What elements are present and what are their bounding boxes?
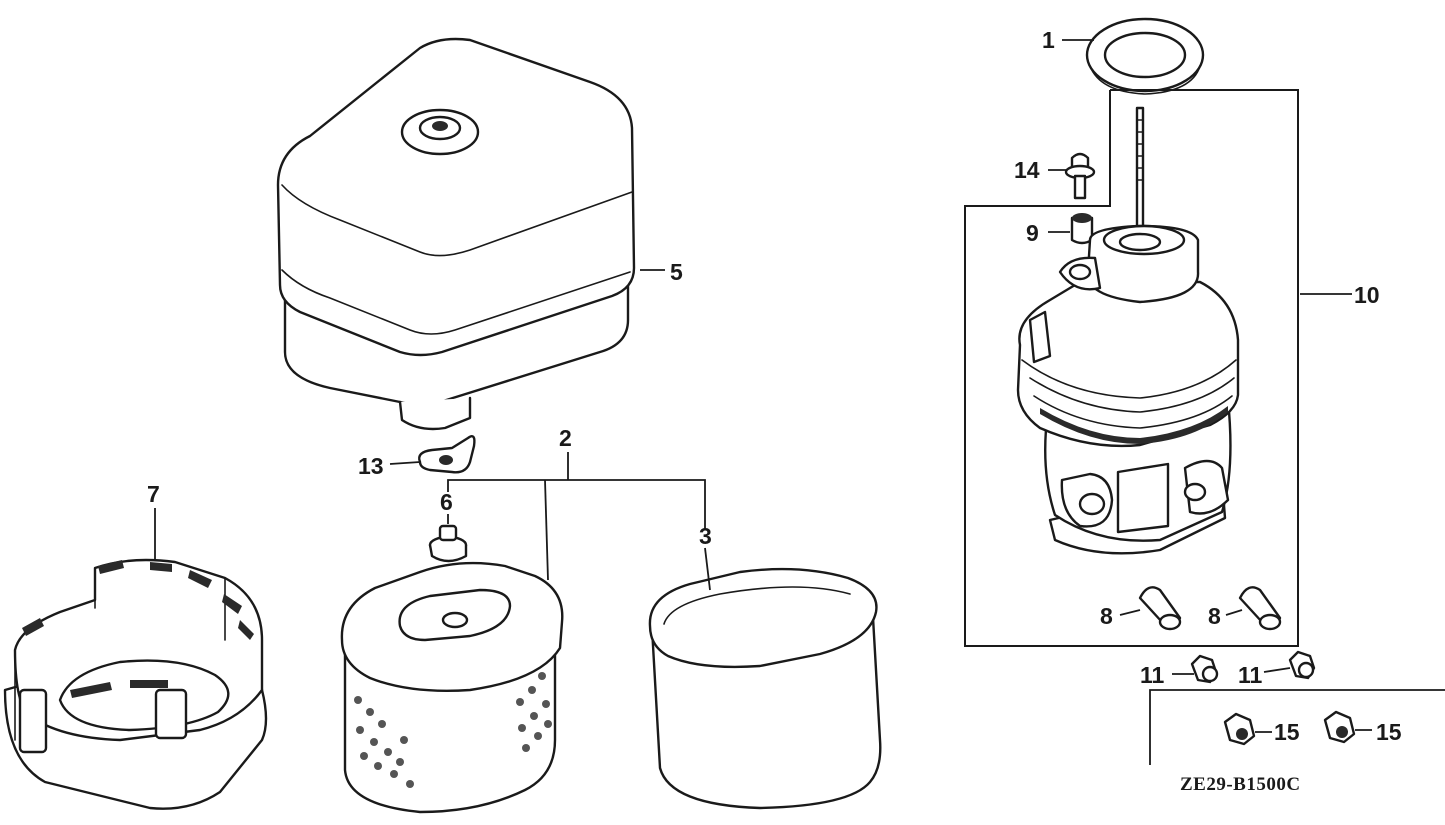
- callout-3: 3: [699, 523, 712, 549]
- assembly-box-part-10: [964, 89, 1299, 647]
- callout-15a: 15: [1274, 719, 1300, 745]
- nut-part-11b[interactable]: [1288, 650, 1316, 680]
- callout-8b: 8: [1208, 603, 1221, 629]
- leader-lines: [154, 39, 1445, 765]
- callout-15b: 15: [1376, 719, 1402, 745]
- cover-part-5[interactable]: [276, 37, 636, 431]
- callout-2: 2: [559, 425, 572, 451]
- wing-nut-part-13[interactable]: [418, 435, 476, 474]
- case-part-7[interactable]: [3, 558, 268, 810]
- callout-13: 13: [358, 453, 384, 479]
- callout-6: 6: [440, 489, 453, 515]
- callout-11a: 11: [1140, 662, 1165, 688]
- elbow-part-10[interactable]: [1016, 106, 1240, 555]
- collar-part-8b[interactable]: [1238, 586, 1282, 631]
- perforation-dots: [354, 672, 552, 788]
- seal-ring-part-1[interactable]: [1085, 17, 1205, 95]
- bolt-part-14[interactable]: [1064, 152, 1096, 200]
- grommet-part-6[interactable]: [428, 524, 468, 563]
- callout-9: 9: [1026, 220, 1039, 246]
- collar-part-8a[interactable]: [1138, 586, 1182, 631]
- callout-14: 14: [1014, 157, 1040, 183]
- callout-labels: 1 2 3 5 6 7 8 8 9 10 11 11 13 14 15 15 Z…: [147, 27, 1402, 795]
- foam-element-part-3[interactable]: [648, 567, 882, 810]
- nut-part-11a[interactable]: [1190, 654, 1219, 684]
- callout-1: 1: [1042, 27, 1055, 53]
- callout-11b: 11: [1238, 662, 1263, 688]
- callout-5: 5: [670, 259, 683, 285]
- flange-nut-part-15b[interactable]: [1323, 710, 1356, 744]
- callout-7: 7: [147, 481, 160, 507]
- flange-nut-part-15a[interactable]: [1223, 712, 1256, 746]
- callout-10: 10: [1354, 282, 1380, 308]
- paper-element-part-2[interactable]: [340, 561, 564, 814]
- reference-code: ZE29-B1500C: [1180, 774, 1301, 795]
- spacer-part-9[interactable]: [1070, 213, 1094, 245]
- callout-8a: 8: [1100, 603, 1113, 629]
